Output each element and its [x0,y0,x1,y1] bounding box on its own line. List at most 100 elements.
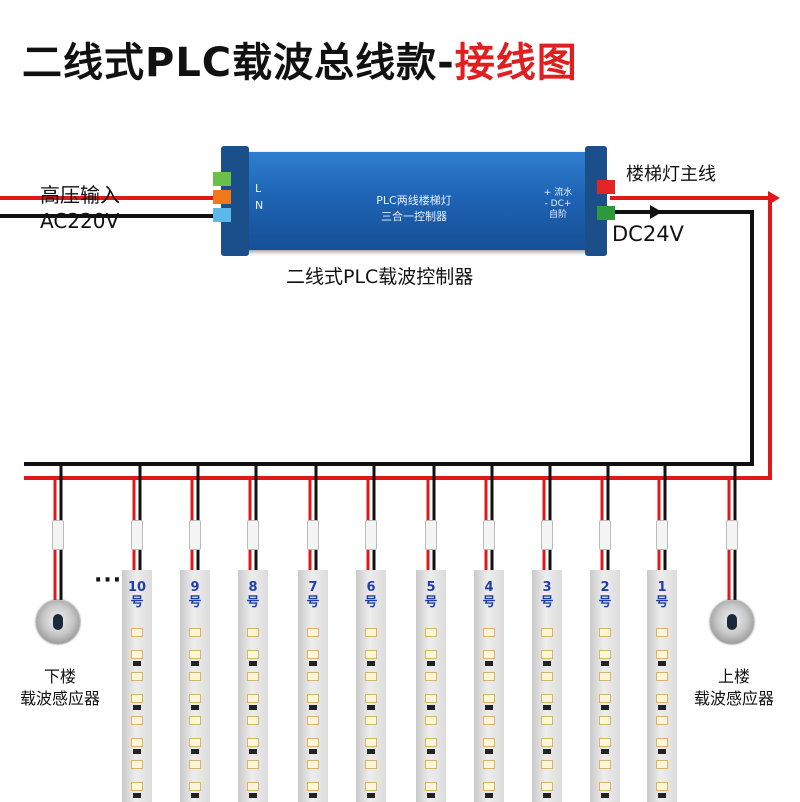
resistor [427,661,435,666]
led-chip [365,694,377,703]
controller-output-label: + 流水 - DC+ 自阶 [543,188,573,220]
wire-connector [52,520,64,550]
led-chip [189,694,201,703]
resistor [133,749,141,754]
resistor [191,661,199,666]
led-chip [656,650,668,659]
led-chip [599,716,611,725]
strip-number-suffix: 号 [364,595,378,610]
resistor [191,705,199,710]
controller-right-cap [585,146,607,256]
led-chip [541,628,553,637]
resistor [543,749,551,754]
led-chip [131,694,143,703]
strip-number: 1 [657,580,667,595]
led-chip [425,716,437,725]
resistor [658,705,666,710]
led-chip [307,760,319,769]
resistor [485,705,493,710]
strip-number-suffix: 号 [482,595,496,610]
led-chip [307,694,319,703]
led-chip [131,782,143,791]
page-title: 二线式PLC载波总线款-接线图 [22,40,578,86]
led-chip [425,782,437,791]
led-chip [599,738,611,747]
resistor [543,793,551,798]
resistor [543,705,551,710]
led-chip [247,782,259,791]
resistor [133,793,141,798]
resistor [427,793,435,798]
led-chip [599,650,611,659]
led-chip [247,738,259,747]
led-chip [656,716,668,725]
resistor [601,749,609,754]
strip-number: 3 [542,580,552,595]
led-chip [483,672,495,681]
resistor [543,661,551,666]
controller-caption: 二线式PLC载波控制器 [286,266,474,288]
wire-connector [365,520,377,550]
led-chip [247,650,259,659]
wire-connector [247,520,259,550]
controller-face-line1: PLC两线楼梯灯 [376,194,452,207]
led-chip [599,628,611,637]
led-chip [131,716,143,725]
resistor [367,661,375,666]
led-chip [131,672,143,681]
sensor-downstairs-label: 下楼 载波感应器 [19,667,100,708]
led-chip [541,716,553,725]
terminal-l [213,190,231,204]
resistor [309,793,317,798]
led-chip [656,672,668,681]
led-chip [365,738,377,747]
led-chip [483,738,495,747]
led-chip [599,694,611,703]
resistor [485,661,493,666]
led-chip [365,628,377,637]
led-chip [365,760,377,769]
strip-number-suffix: 号 [598,595,612,610]
resistor [658,793,666,798]
led-chip [656,782,668,791]
terminal-positive [597,180,615,194]
sensor-lens-icon [53,614,63,630]
controller-face-line2: 三合一控制器 [381,210,447,223]
input-label: 高压输入 AC220V [40,183,120,233]
resistor [249,749,257,754]
led-chip [656,760,668,769]
led-chip [131,628,143,637]
led-chip [599,760,611,769]
led-chip [425,760,437,769]
controller-terminal-labels: L N [255,182,264,212]
resistor [191,793,199,798]
led-chip [541,650,553,659]
led-chip [307,738,319,747]
resistor [658,749,666,754]
resistor [249,705,257,710]
strip-number: 10 [127,580,147,595]
sensor-upstairs-label: 上楼 载波感应器 [693,667,774,708]
resistor [133,661,141,666]
strip-number-suffix: 号 [306,595,320,610]
resistor [249,793,257,798]
terminal-ground [213,172,231,186]
led-chip [483,650,495,659]
resistor [601,793,609,798]
led-chip [541,694,553,703]
terminal-n [213,208,231,222]
wire-connector [307,520,319,550]
wire-connector [483,520,495,550]
